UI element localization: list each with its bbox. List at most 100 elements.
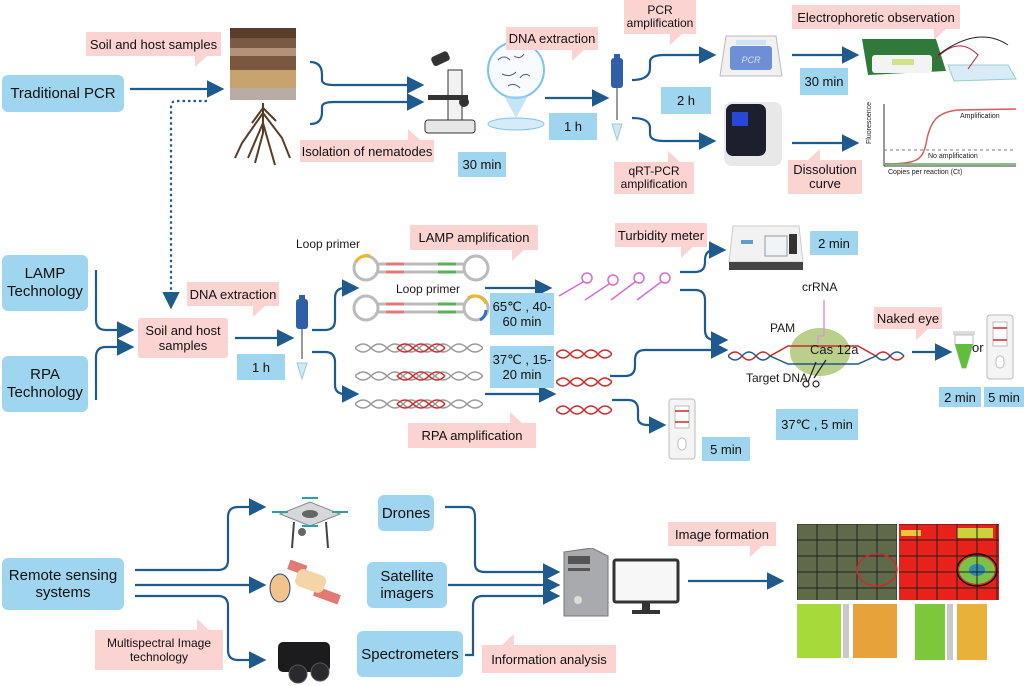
dna-extraction-label-2: DNA extraction	[189, 286, 277, 302]
loop-primer-label-2: Loop primer	[396, 282, 461, 296]
turbidity-callout: Turbidity meter	[615, 223, 707, 258]
tube-time: 2 min	[939, 387, 981, 407]
arrow-rpa-product-to-cas	[610, 341, 729, 378]
cas12a-complex-icon	[728, 300, 905, 388]
rpa-amplification-label: RPA amplification	[421, 428, 523, 443]
spectrometers-box: Spectrometers	[357, 631, 463, 677]
extraction-time-2: 1 h	[237, 354, 285, 380]
arrow-rpa-to-soil	[94, 338, 135, 400]
dotted-trad-to-soil	[162, 99, 207, 310]
soil-layers-icon	[230, 28, 296, 100]
lamp-technology-box: LAMP Technology	[2, 255, 88, 311]
satellite-imagers-box: Satellite imagers	[367, 562, 447, 608]
dna-extraction-callout-2: DNA extraction	[187, 282, 279, 317]
amplification-line	[883, 108, 1017, 165]
curve-plot	[883, 104, 1017, 167]
naked-eye-callout: Naked eye	[874, 307, 942, 340]
arrow-soil-to-microscope-top	[309, 60, 425, 94]
scissors-icon	[802, 359, 827, 388]
rpa-amplification-callout: RPA amplification	[408, 412, 536, 448]
turbidity-time: 2 min	[810, 231, 858, 255]
arrow-pipette-to-rpa	[312, 350, 360, 403]
pipette-icon	[611, 54, 623, 142]
pcr-machine-icon: PCR	[719, 35, 783, 77]
image-formation-label: Image formation	[675, 526, 769, 542]
lamp-amplification-callout: LAMP amplification	[410, 225, 538, 261]
drones-box: Drones	[378, 495, 434, 531]
soil-host-box: Soil and host samples	[138, 318, 228, 358]
rpa-technology-box: RPA Technology	[2, 356, 88, 412]
information-analysis-label: Information analysis	[491, 651, 607, 667]
arrow-pipette-to-lamp	[312, 279, 360, 332]
or-label: or	[972, 340, 984, 355]
drone-icon	[272, 497, 348, 549]
isolation-label: Isolation of nematodes	[301, 143, 433, 159]
spectrometer-icon	[278, 642, 330, 684]
microscope-icon	[424, 51, 476, 134]
loop-primer-label-1: Loop primer	[296, 237, 361, 251]
rpa-condition-label: 37℃ , 15-20 min	[492, 352, 552, 382]
arrow-lamp-to-soil	[94, 270, 135, 339]
petri-dish-nematodes-icon	[487, 41, 545, 131]
soil-host-box-label: Soil and host samples	[145, 323, 221, 353]
qrt-pcr-callout: qRT-PCR amplification	[614, 151, 694, 194]
crrna-strand	[817, 300, 825, 344]
spectrometers-label: Spectrometers	[361, 645, 459, 663]
crrna-label: crRNA	[802, 280, 838, 294]
information-analysis-callout: Information analysis	[482, 634, 616, 673]
lamp-dumbbell-icon	[352, 254, 490, 322]
electrophoresis-time: 30 min	[800, 68, 848, 95]
cas-condition: 37℃ , 5 min	[776, 409, 858, 440]
naked-eye-label: Naked eye	[876, 310, 940, 326]
image-formation-callout: Image formation	[668, 522, 776, 557]
pcr-time: 2 h	[661, 87, 711, 114]
multispectral-callout: Multispectral Image technology	[95, 619, 223, 670]
pcr-amplification-label: PCR amplification	[626, 3, 694, 30]
satellite-imagers-label: Satellite imagers	[380, 568, 434, 602]
arrow-root-to-microscope	[309, 93, 425, 126]
extraction-time-2-label: 1 h	[251, 359, 271, 375]
arrow-product-to-cas	[680, 288, 729, 349]
strip2-time: 5 min	[984, 387, 1024, 407]
qrt-pcr-label: qRT-PCR amplification	[620, 164, 688, 191]
lamp-technology-label: LAMP Technology	[7, 265, 83, 300]
pcr-amplification-callout: PCR amplification	[624, 0, 696, 45]
target-dna-label: Target DNA	[746, 371, 809, 385]
extraction-time-1-label: 1 h	[563, 119, 583, 134]
soil-host-label: Soil and host samples	[89, 36, 218, 52]
extraction-time-1: 1 h	[549, 113, 597, 140]
strip-time: 5 min	[702, 437, 750, 461]
electrophoretic-label: Electrophoretic observation	[797, 9, 955, 25]
traditional-pcr-label: Traditional PCR	[10, 85, 116, 102]
pam-label: PAM	[770, 321, 796, 335]
curve-amplification-label: Amplification	[960, 113, 1000, 120]
remote-sensing-label: Remote sensing systems	[8, 567, 118, 601]
strip-time-label: 5 min	[710, 441, 742, 457]
root-icon	[234, 103, 291, 166]
computer-icon	[563, 548, 680, 617]
lamp-condition-label: 65℃ , 40-60 min	[492, 299, 552, 329]
electrophoretic-callout: Electrophoretic observation	[792, 5, 960, 40]
amplification-curve-chart: Fluorescence Copies per reaction (Ct) Am…	[866, 100, 1018, 182]
lamp-product-icon	[558, 272, 671, 301]
cas-condition-label: 37℃ , 5 min	[781, 416, 853, 432]
arrow-pipette-to-qrt	[631, 116, 717, 150]
turbidity-meter-icon	[728, 225, 804, 270]
field-imagery	[797, 524, 999, 660]
curve-xlabel: Copies per reaction (Ct)	[888, 169, 963, 176]
arrow-drones-to-pc	[445, 505, 561, 581]
cas12a-label: Cas 12a	[810, 342, 859, 357]
arrow-spectro-to-pc	[465, 587, 561, 657]
satellite-icon	[269, 560, 341, 605]
turbidity-time-label: 2 min	[818, 235, 850, 251]
lamp-condition: 65℃ , 40-60 min	[490, 293, 554, 335]
svg-text:PCR: PCR	[741, 55, 761, 65]
curve-no-amplification-label: No amplification	[928, 153, 978, 160]
arrow-product-to-turbidity	[680, 241, 727, 274]
dna-extraction-label-1: DNA extraction	[508, 31, 596, 46]
lamp-amplification-label: LAMP amplification	[418, 230, 530, 245]
tube-time-label: 2 min	[944, 389, 976, 405]
rpa-condition: 37℃ , 15-20 min	[490, 346, 554, 388]
arrow-remote-to-spectrometer	[135, 594, 267, 669]
qrt-pcr-machine-icon	[724, 102, 782, 166]
